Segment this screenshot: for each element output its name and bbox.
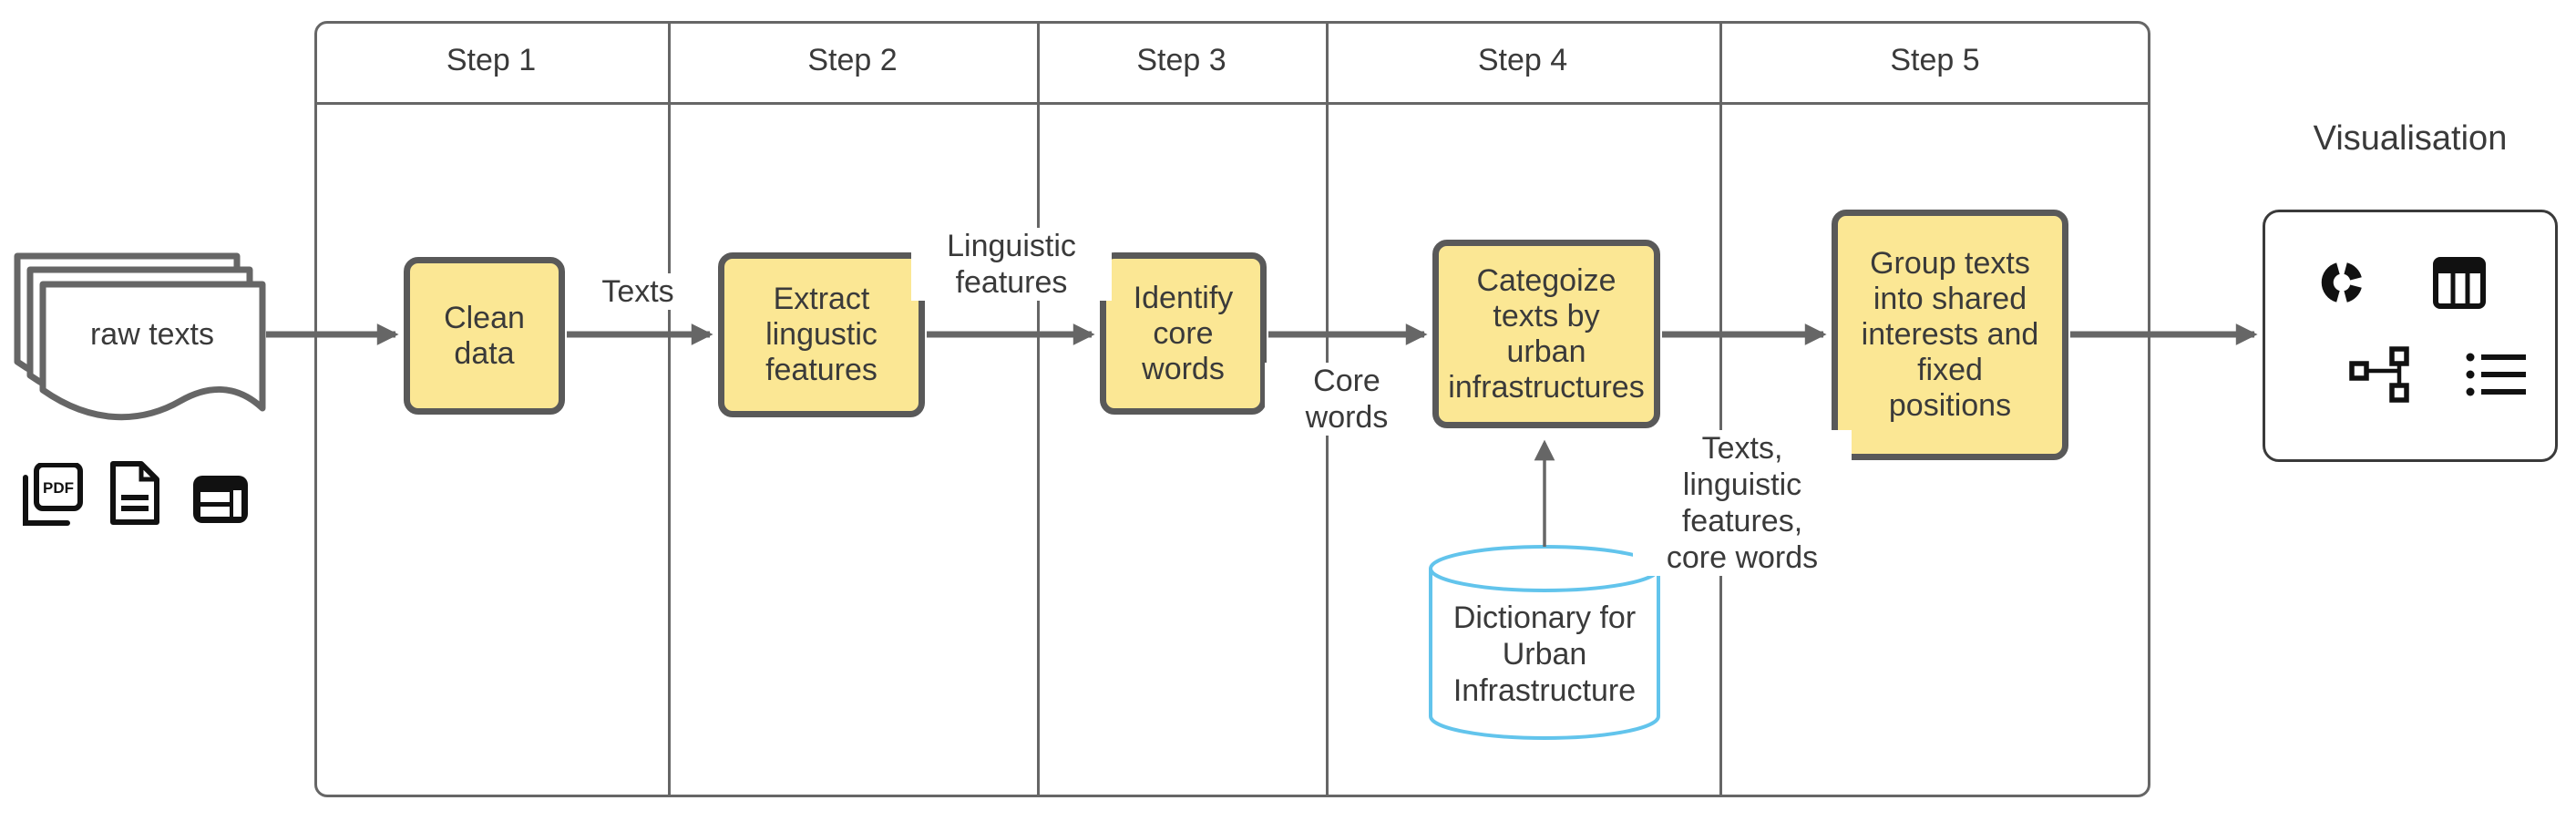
pdf-stack-icon: PDF: [23, 463, 83, 526]
web-layout-icon: [193, 476, 248, 523]
process-box-categorize-texts: Categoize texts by urban infrastructures: [1432, 240, 1660, 428]
datastore-label: Dictionary for Urban Infrastructure: [1452, 600, 1637, 708]
process-box-clean-data: Clean data: [404, 257, 565, 415]
lane-divider-1: [668, 21, 671, 797]
edge-label-texts: Texts: [565, 273, 711, 310]
visualisation-box: [2263, 210, 2558, 462]
process-box-extract-linguistic-features: Extract lingustic features: [718, 252, 925, 417]
process-box-group-texts: Group texts into shared interests and fi…: [1832, 210, 2068, 460]
process-box-identify-core-words: Identify core words: [1100, 252, 1267, 415]
lane-header-step-3: Step 3: [1136, 43, 1226, 77]
doughnut-chart-icon: [2321, 262, 2362, 303]
raw-texts-label: raw texts: [89, 317, 215, 352]
edge-label-core-words: Core words: [1265, 363, 1429, 436]
edge-label-linguistic-features: Linguistic features: [911, 228, 1112, 301]
datastore-cylinder: [1429, 545, 1660, 740]
tree-diagram-icon: [2349, 346, 2409, 403]
lane-header-step-4: Step 4: [1477, 43, 1568, 77]
edge-label-texts-linguistic-core: Texts, linguistic features, core words: [1633, 430, 1852, 576]
lane-header-step-1: Step 1: [446, 43, 537, 77]
lane-header-step-5: Step 5: [1890, 43, 1980, 77]
lane-divider-4: [1719, 21, 1722, 797]
header-separator-line: [314, 102, 2150, 105]
raw-texts-multidoc-shape: [14, 252, 266, 421]
steps-container: [314, 21, 2150, 797]
table-icon: [2433, 257, 2486, 309]
list-icon: [2466, 353, 2526, 396]
document-icon: [110, 461, 159, 525]
visualisation-title: Visualisation: [2313, 119, 2508, 158]
lane-header-step-2: Step 2: [807, 43, 898, 77]
lane-divider-2: [1037, 21, 1040, 797]
svg-text:PDF: PDF: [43, 479, 74, 497]
